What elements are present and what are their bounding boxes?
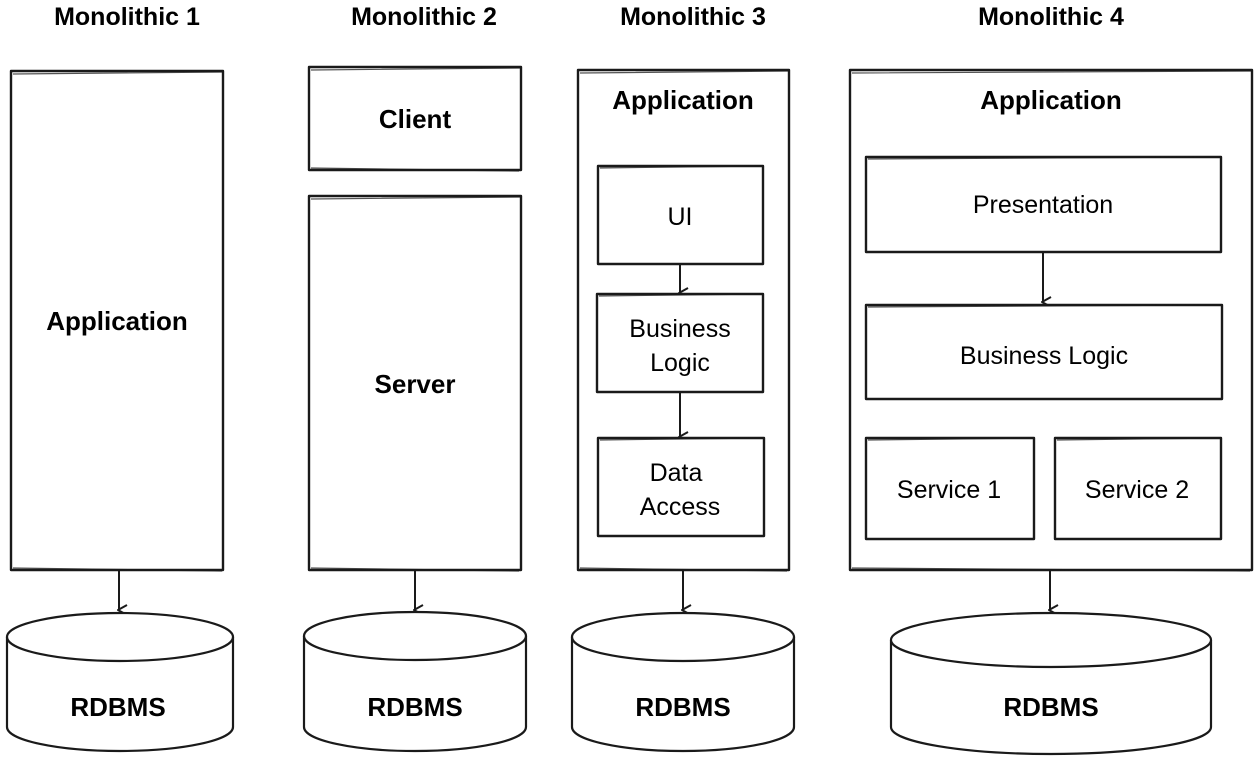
m1-rdbms-cylinder[interactable]: RDBMS [5, 611, 235, 753]
monolithic-2-title: Monolithic 2 [351, 3, 497, 31]
m3-data-line-1: Data [650, 459, 703, 487]
m4-service-1-box[interactable]: Service 1 [864, 436, 1036, 541]
column-monolithic-4: Monolithic 4 Application Presentation Bu… [848, 3, 1254, 756]
m2-client-box[interactable]: Client [307, 65, 523, 172]
m1-application-label: Application [46, 306, 188, 336]
m2-rdbms-label: RDBMS [367, 692, 462, 722]
m4-business-label: Business Logic [960, 342, 1128, 370]
m3-ui-label: UI [668, 203, 693, 231]
m4-service-1-label: Service 1 [897, 476, 1001, 504]
m4-service-2-box[interactable]: Service 2 [1053, 436, 1223, 541]
column-monolithic-3: Monolithic 3 Application UI Business Log… [570, 3, 796, 753]
m2-server-box[interactable]: Server [307, 194, 523, 572]
m4-business-logic-box[interactable]: Business Logic [864, 303, 1224, 401]
m2-rdbms-cylinder[interactable]: RDBMS [302, 610, 528, 753]
m4-presentation-label: Presentation [973, 191, 1113, 219]
m3-business-logic-box[interactable]: Business Logic [595, 292, 765, 394]
monolithic-4-title: Monolithic 4 [978, 3, 1124, 31]
m3-rdbms-label: RDBMS [635, 692, 730, 722]
m3-application-label: Application [612, 85, 754, 115]
m4-application-label: Application [980, 85, 1122, 115]
m1-rdbms-label: RDBMS [70, 692, 165, 722]
m3-business-line-2: Logic [650, 349, 710, 377]
m4-rdbms-cylinder[interactable]: RDBMS [889, 611, 1213, 756]
monolithic-3-title: Monolithic 3 [620, 3, 766, 31]
m4-rdbms-label: RDBMS [1003, 692, 1098, 722]
m3-data-line-2: Access [640, 493, 721, 521]
m3-ui-box[interactable]: UI [596, 164, 765, 266]
column-monolithic-1: Monolithic 1 Application RDBMS [5, 3, 235, 753]
m4-service-2-label: Service 2 [1085, 476, 1189, 504]
m4-presentation-box[interactable]: Presentation [864, 155, 1223, 254]
m1-application-box[interactable]: Application [9, 69, 225, 572]
m3-business-line-1: Business [629, 315, 730, 343]
m2-server-label: Server [375, 369, 456, 399]
monolithic-1-title: Monolithic 1 [54, 3, 200, 31]
m3-rdbms-cylinder[interactable]: RDBMS [570, 611, 796, 753]
m3-data-access-box[interactable]: Data Access [596, 436, 766, 538]
column-monolithic-2: Monolithic 2 Client Server RDBMS [302, 3, 528, 753]
m2-client-label: Client [379, 104, 452, 134]
